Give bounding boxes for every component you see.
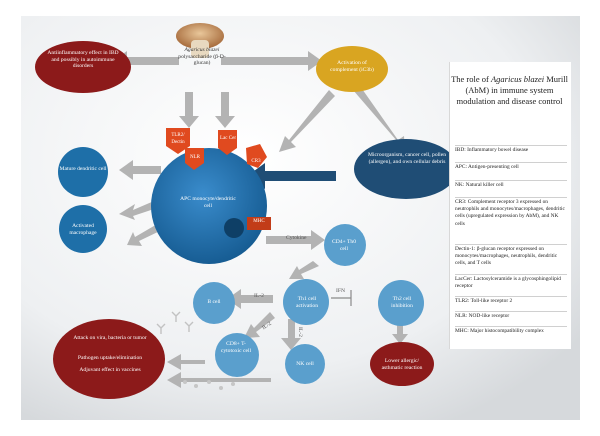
activated-macrophage-label: Activated macrophage [69,223,97,236]
mhc-receptor [247,217,271,230]
arrow-apc-down [127,223,164,246]
arrow-th1-to-nk [281,319,301,350]
allergic-node [370,342,434,386]
tlr2-label: TLR2/ Dectin [171,133,185,145]
legend-title: The role of Agaricus blazei Murill (AbM)… [449,74,570,107]
th1-node [283,279,329,325]
cd4-node [324,224,366,266]
arrow-mushroom-to-tlr2 [179,92,199,128]
microorganism-label: Microorganism, cancer cell, pollen (alle… [367,152,447,165]
mushroom-image [176,23,224,58]
antiinflammatory-node [35,41,131,93]
th2-label: Th2 cell inhibition [391,296,413,309]
cd8-node [215,333,259,377]
mhc-label: MHC [253,219,265,224]
arrow-cd8-to-attack [167,354,205,370]
mature-dc-node [58,147,108,197]
apc-nucleus [224,218,244,238]
apc-label: APC monocyte/dendritic cell [180,196,236,209]
arrow-th1-to-bcell [227,289,273,309]
adjuvant-label: Adjuvant effect in vaccines [79,367,141,373]
th1-label: Th1 cell activation [295,296,319,309]
cr3-receptor [246,144,267,168]
legend-title-part2: Murill (AbM) in immune system modulation… [456,74,568,106]
allergic-label: Lower allergic/ asthmatic reaction [381,358,423,371]
arrow-mushroom-to-antiinflammatory [113,51,179,71]
cr3-label: CR3 [251,159,261,164]
antiinflammatory-label: Antiinflammatory effect in IBD and possi… [47,50,119,70]
complement-node [316,46,388,92]
legend-row-nk: NK: Natural killer cell [455,180,567,189]
legend-row-laccer: LacCer: Lactosylceramide is a glycosphin… [455,274,567,290]
arrow-complement-to-cr3 [279,90,335,152]
legend-row-mhc: MHC: Major histocompatibility complex [455,326,567,335]
legend-title-part1: The role of [451,74,489,84]
nkcell-node [285,344,325,384]
arrow-th1-to-cd8 [244,312,275,338]
nkcell-label: NK cell [296,361,314,367]
nlr-label: NLR [190,155,200,160]
attack-node [53,319,165,399]
il2-bcell-label: IL-2 [254,293,264,299]
mushroom-species-label: Agaricus blazei [184,47,220,53]
bcell-label: B cell [207,299,221,305]
arrow-apc-to-cd4 [266,230,325,250]
il2-nk-label: IL-2 [296,327,303,337]
mushroom-label: Agaricus blazei polysaccharide (β-D-gluc… [174,47,230,67]
laccer-receptor [218,130,237,155]
arrow-complement-to-microorganism [353,86,405,152]
attack-label: Attack on vira, bacteria or tumor [73,335,147,341]
laccer-label: Lac Cer [220,136,236,141]
tlr2-receptor [166,128,190,154]
arrow-cd4-to-th1 [289,261,319,279]
legend-row-apc: APC: Antigen-presenting cell [455,162,567,171]
arrow-nk-to-attack [167,372,271,388]
arrow-mushroom-to-laccer [215,92,235,128]
legend-row-dectin: Dectin-1: β-glucan receptor expressed on… [455,244,567,268]
ifn-label: IFN [336,288,346,294]
cytokine-label: Cytokine [286,235,307,241]
th2-node [378,280,424,326]
mushroom-rest-label: polysaccharide (β-D-glucan) [178,53,226,67]
legend-row-tlr2: TLR2: Toll-like receptor 2 [455,296,567,305]
legend-title-species: Agaricus blazei [490,74,545,84]
pathogen-label: Pathogen uptake/elimination [77,355,143,361]
legend-row-nlr: NLR: NOD-like receptor [455,311,567,320]
legend-row-ibd: IBD: Inflammatory bowel disease [455,145,567,154]
arrow-mushroom-to-complement [221,51,322,71]
cd8-label: CD8+ T-cytotoxic cell [220,341,252,354]
arrow-th2-to-allergic [392,322,408,344]
microorganism-node [354,139,458,199]
complement-label: Activation of complement (iC3b) [330,60,374,73]
faded-dots [183,380,235,390]
legend-panel [449,62,571,349]
arrow-apc-to-mature-dc [119,160,161,180]
legend-row-cr3: CR3: Complement receptor 3 expressed on … [455,197,567,228]
arrow-microorganism-to-apc [247,163,336,189]
cd4-label: CD4+ Th0 cell [331,239,357,252]
bcell-node [193,282,235,324]
activated-macrophage-node [59,205,107,253]
mature-dc-label: Mature dendritic cell [59,166,107,172]
nlr-receptor [185,148,204,170]
